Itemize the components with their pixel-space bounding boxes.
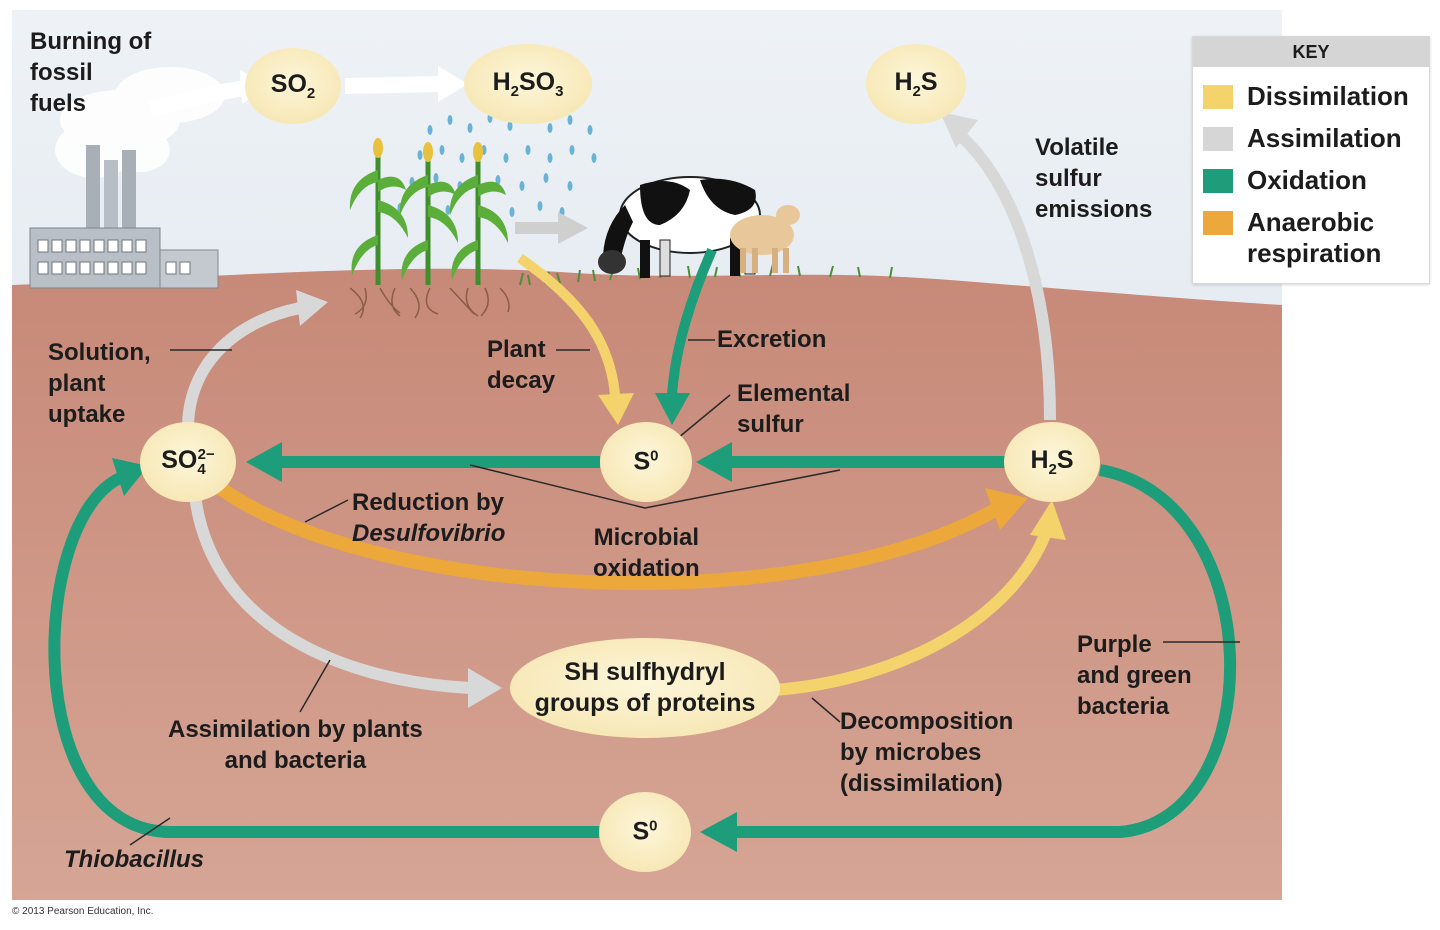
arrow-decomposition — [774, 532, 1051, 696]
so2-formula: SO2 — [270, 70, 316, 102]
node-h2so3 — [464, 44, 592, 124]
key-label: Dissimilation — [1247, 81, 1409, 111]
node-s0-bottom — [599, 792, 691, 872]
node-sh-groups — [510, 638, 780, 738]
corn-plants-icon — [349, 138, 510, 319]
h2s-air-formula: H2S — [894, 68, 938, 100]
key-label: Assimilation — [1247, 123, 1402, 153]
key-item-oxidation: Oxidation — [1203, 165, 1367, 196]
acid-rain-drops — [397, 113, 597, 217]
label-assimilation-plants-bacteria: Assimilation by plants and bacteria — [168, 716, 423, 774]
key-item-dissimilation: Dissimilation — [1203, 81, 1409, 112]
node-h2s-air — [866, 44, 966, 124]
label-reduction-by: Reduction by — [352, 489, 505, 516]
arrow-assimilation-plants-bacteria — [189, 494, 471, 694]
key-swatch — [1203, 211, 1233, 235]
label-excretion: Excretion — [717, 326, 827, 353]
node-s0-top — [600, 422, 692, 502]
key-label: Anaerobic respiration — [1247, 207, 1382, 268]
label-microbial-oxidation: Microbial oxidation — [593, 524, 700, 582]
legend-key: KEY Dissimilation Assimilation Oxidation… — [1192, 36, 1430, 284]
label-thiobacillus: Thiobacillus — [64, 846, 205, 873]
arrow-thiobacillus — [48, 472, 600, 838]
chemical-nodes — [140, 44, 1100, 872]
copyright-notice: © 2013 Pearson Education, Inc. — [12, 906, 154, 917]
arrow-reduction-desulfovibrio — [215, 482, 999, 590]
label-volatile-sulfur-emissions: Volatile sulfur emissions — [1035, 134, 1153, 223]
label-burning-fossil-fuels: Burning of fossil fuels — [30, 28, 152, 117]
arrow-excretion — [667, 247, 717, 396]
key-swatch — [1203, 169, 1233, 193]
key-title: KEY — [1193, 37, 1429, 67]
factory-icon — [29, 145, 219, 289]
h2so3-formula: H2SO3 — [492, 68, 564, 100]
so4-formula: SO42− — [161, 445, 215, 479]
label-decomposition: Decomposition by microbes (dissimilation… — [840, 708, 1014, 797]
label-elemental-sulfur: Elemental sulfur — [737, 380, 851, 438]
arrow-fossil-to-so2 — [147, 80, 247, 118]
arrow-so2-to-h2so3 — [344, 76, 441, 94]
key-swatch — [1203, 85, 1233, 109]
goat-icon — [730, 205, 800, 273]
label-sh-sulfhydryl-groups: SH sulfhydryl groups of proteins — [534, 658, 756, 717]
label-desulfovibrio: Desulfovibrio — [352, 520, 506, 547]
arrow-solution-plant-uptake — [182, 302, 302, 426]
cow-icon — [598, 176, 761, 278]
flow-arrows — [48, 66, 1236, 852]
key-label: Oxidation — [1247, 165, 1367, 195]
arrow-purple-green-bacteria — [735, 464, 1236, 838]
node-h2s-soil — [1004, 422, 1100, 502]
h2s-soil-formula: H2S — [1030, 446, 1074, 478]
leader-lines — [129, 339, 1240, 846]
s0-top-formula: S0 — [633, 447, 659, 476]
arrow-volatile-emissions — [955, 130, 1056, 421]
key-item-anaerobic-respiration: Anaerobic respiration — [1203, 207, 1381, 269]
s0-bottom-formula: S0 — [632, 817, 658, 846]
node-so2 — [245, 48, 341, 124]
key-swatch — [1203, 127, 1233, 151]
key-item-assimilation: Assimilation — [1203, 123, 1402, 154]
label-purple-green-bacteria: Purple and green bacteria — [1077, 631, 1192, 720]
label-plant-decay: Plant decay — [487, 336, 556, 394]
node-so4 — [140, 422, 236, 502]
arrow-plant-decay — [517, 253, 620, 396]
label-solution-plant-uptake: Solution, plant uptake — [48, 339, 151, 428]
